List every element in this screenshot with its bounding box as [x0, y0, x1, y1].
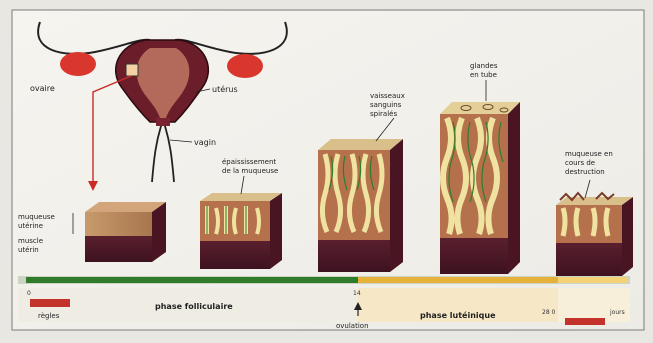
menses-label: règles: [38, 312, 60, 320]
thickening-label-line1: épaississement: [222, 158, 276, 166]
right-ovary: [227, 54, 263, 78]
luteal-phase-label: phase lutéinique: [420, 310, 496, 320]
stage-block-spiral-vessels: [318, 139, 403, 272]
luteal-bar: [358, 277, 558, 283]
stage-block-destruction: [556, 193, 633, 276]
follicular-bar: [26, 277, 358, 283]
day-28-label: 28 0: [542, 309, 556, 316]
vagina-label: vagin: [194, 138, 216, 147]
days-unit-label: jours: [609, 309, 625, 316]
stage-block-menses: [85, 202, 166, 262]
spiral-vessels-label-line2: sanguins: [370, 101, 402, 109]
stage-block-thickening: [200, 193, 282, 269]
cycle-timeline: [18, 276, 630, 322]
spiral-vessels-label-line3: spiralés: [370, 110, 397, 118]
muscle-label-line2: utérin: [18, 246, 39, 254]
stage-block-tubular-glands: [440, 102, 520, 274]
tubular-glands-label-line2: en tube: [470, 71, 497, 79]
destruction-label-line3: destruction: [565, 168, 605, 176]
muscle-label-line1: muscle: [18, 237, 43, 245]
menses-bar-start: [30, 299, 70, 307]
left-ovary: [60, 52, 96, 76]
destruction-label-line1: muqueuse en: [565, 150, 613, 158]
uterus-label: utérus: [212, 84, 238, 94]
menses-bar-end: [565, 318, 605, 325]
mucosa-label-line1: muqueuse: [18, 213, 55, 221]
follicular-phase-label: phase folliculaire: [155, 302, 233, 311]
ovary-label: ovaire: [30, 84, 55, 93]
destruction-label-line2: cours de: [565, 159, 595, 167]
spiral-vessels-label-line1: vaisseaux: [370, 92, 405, 100]
ovulation-label: ovulation: [336, 322, 369, 330]
tubular-glands-label-line1: glandes: [470, 62, 498, 70]
day-0-label: 0: [27, 290, 31, 297]
mucosa-label-line2: utérine: [18, 222, 43, 230]
sample-marker: [126, 64, 138, 76]
day-14-label: 14: [353, 290, 361, 297]
thickening-label-line2: de la muqueuse: [222, 167, 278, 175]
